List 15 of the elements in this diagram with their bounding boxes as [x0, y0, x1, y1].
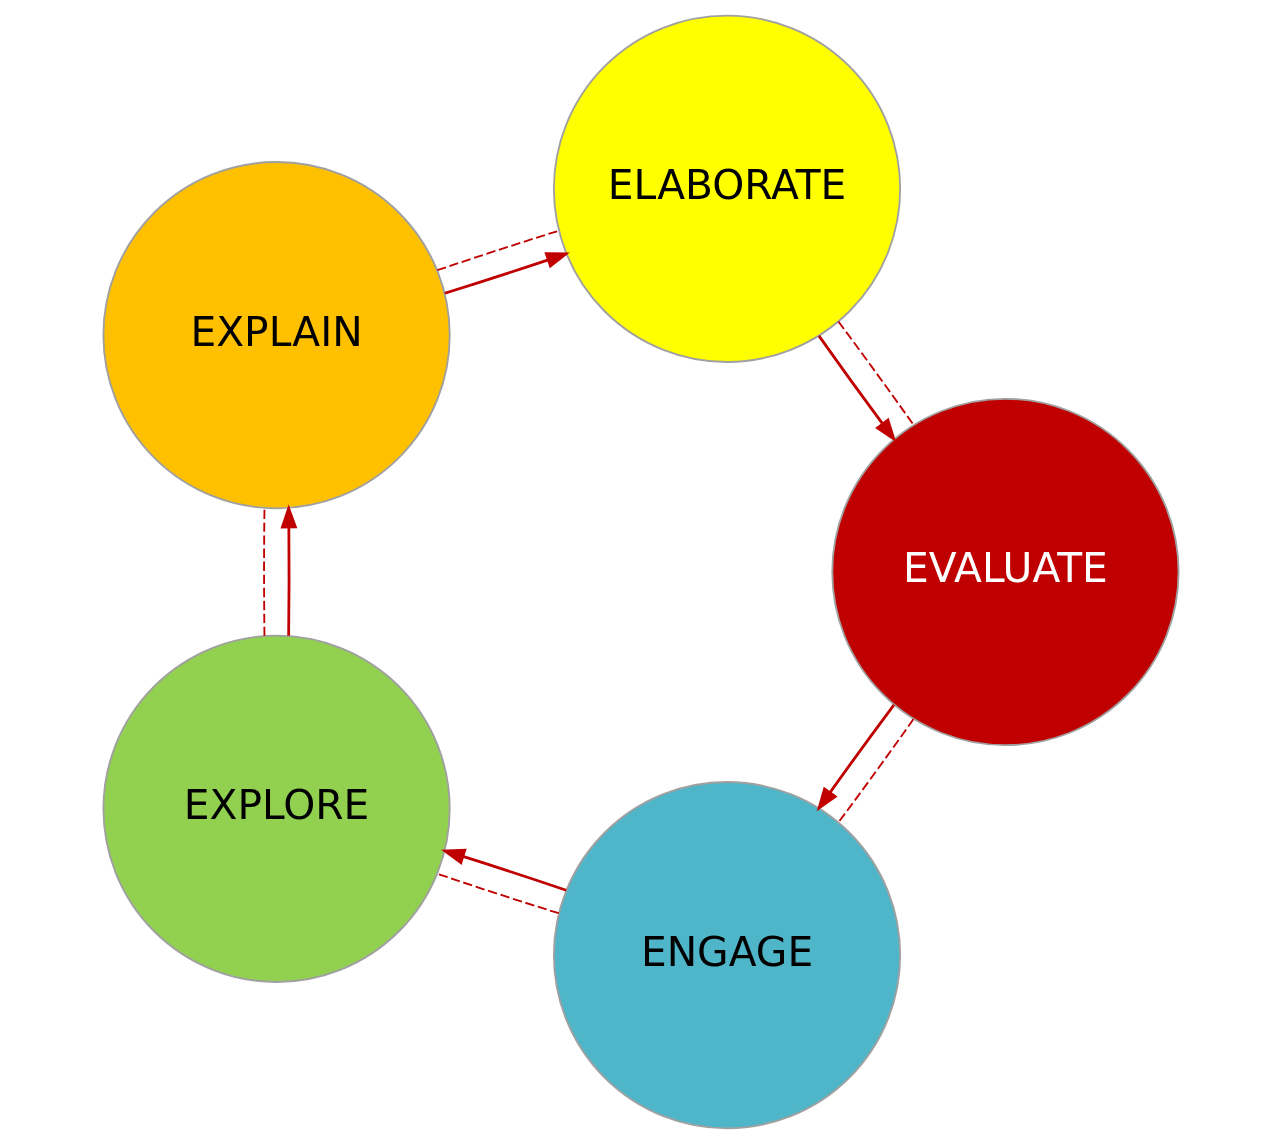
node-circle: ENGAGE — [552, 781, 901, 1130]
connector — [262, 507, 265, 637]
connector — [837, 320, 914, 426]
node-circle: EXPLAIN — [102, 161, 451, 510]
arrow — [443, 252, 570, 295]
node-circle: EVALUATE — [830, 397, 1179, 747]
connector — [837, 718, 914, 823]
arrow — [279, 504, 297, 636]
arrow — [816, 704, 895, 812]
connector — [436, 872, 560, 915]
node-circle: EXPLORE — [102, 634, 451, 983]
node-circle: ELABORATE — [552, 14, 901, 363]
arrow — [440, 848, 567, 892]
arrow — [817, 335, 896, 443]
connector — [435, 229, 559, 272]
